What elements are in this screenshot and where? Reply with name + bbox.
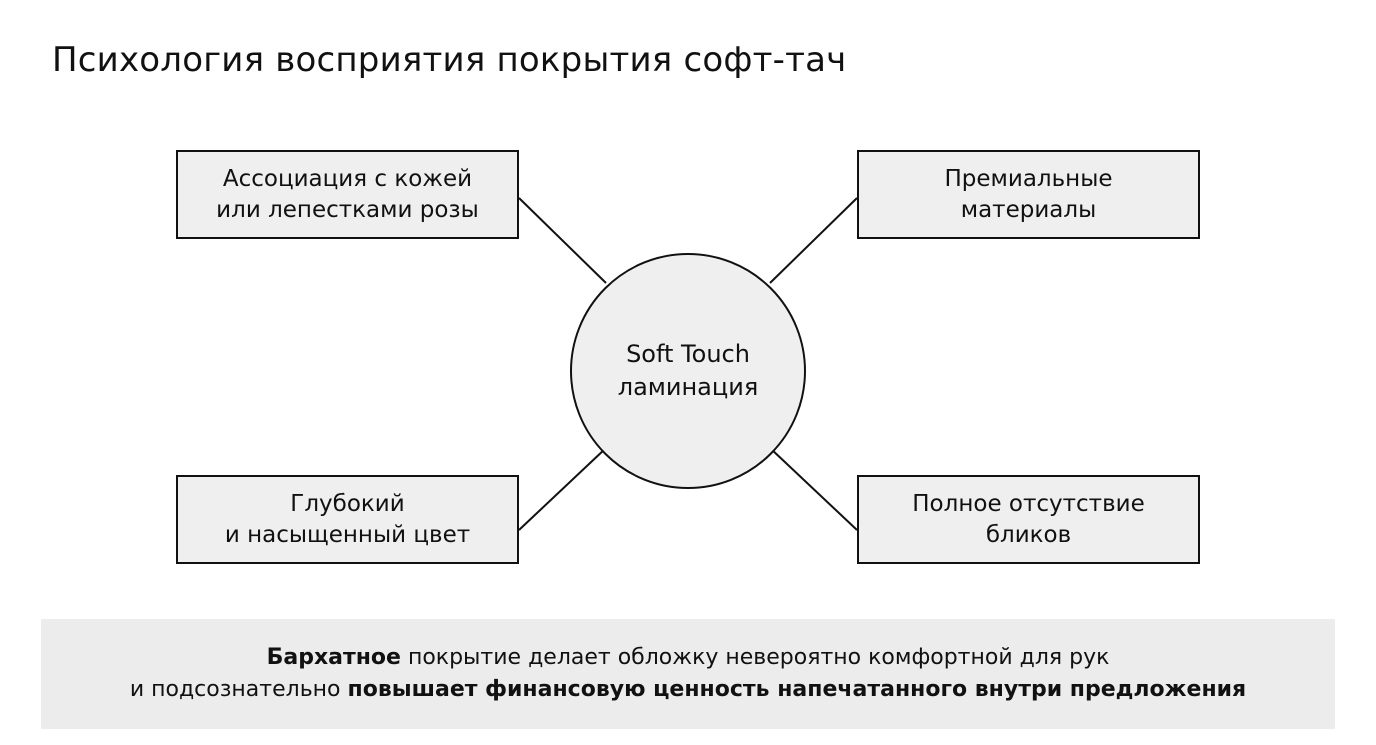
node-skin-association-line1: Ассоциация с кожей	[222, 165, 473, 192]
node-no-glare-line1: Полное отсутствие	[912, 490, 1145, 517]
connector-top-right	[769, 197, 858, 284]
node-no-glare-line2: бликов	[985, 521, 1072, 548]
node-deep-color-line2: и насыщенный цвет	[224, 521, 471, 548]
footer-line-1-rest: покрытие делает обложку невероятно комфо…	[400, 645, 1110, 670]
center-node-line2: ламинация	[617, 373, 759, 401]
node-premium-materials: Премиальные материалы	[857, 150, 1200, 239]
node-no-glare: Полное отсутствие бликов	[857, 475, 1200, 564]
footer-line-1-bold: Бархатное	[266, 645, 401, 670]
node-premium-materials-line2: материалы	[960, 196, 1097, 223]
connector-bottom-left	[518, 447, 607, 531]
node-deep-color-line1: Глубокий	[290, 490, 405, 517]
footer-line-2-bold: повышает финансовую ценность напечатанно…	[347, 677, 1247, 702]
footer-line-2: и подсознательно повышает финансовую цен…	[130, 674, 1246, 706]
footer-line-2-start: и подсознательно	[129, 677, 348, 702]
node-premium-materials-line1: Премиальные	[944, 165, 1113, 192]
node-skin-association-line2: или лепестками розы	[216, 196, 479, 223]
connector-bottom-right	[769, 447, 858, 531]
center-node-line1: Soft Touch	[626, 340, 750, 368]
footer-line-1: Бархатное покрытие делает обложку неверо…	[267, 642, 1110, 674]
center-node-soft-touch: Soft Touch ламинация	[570, 253, 806, 489]
footer-summary: Бархатное покрытие делает обложку неверо…	[41, 619, 1335, 729]
page-title: Психология восприятия покрытия софт-тач	[52, 40, 847, 80]
node-deep-color: Глубокий и насыщенный цвет	[176, 475, 519, 564]
node-skin-association: Ассоциация с кожей или лепестками розы	[176, 150, 519, 239]
connector-top-left	[518, 197, 607, 284]
